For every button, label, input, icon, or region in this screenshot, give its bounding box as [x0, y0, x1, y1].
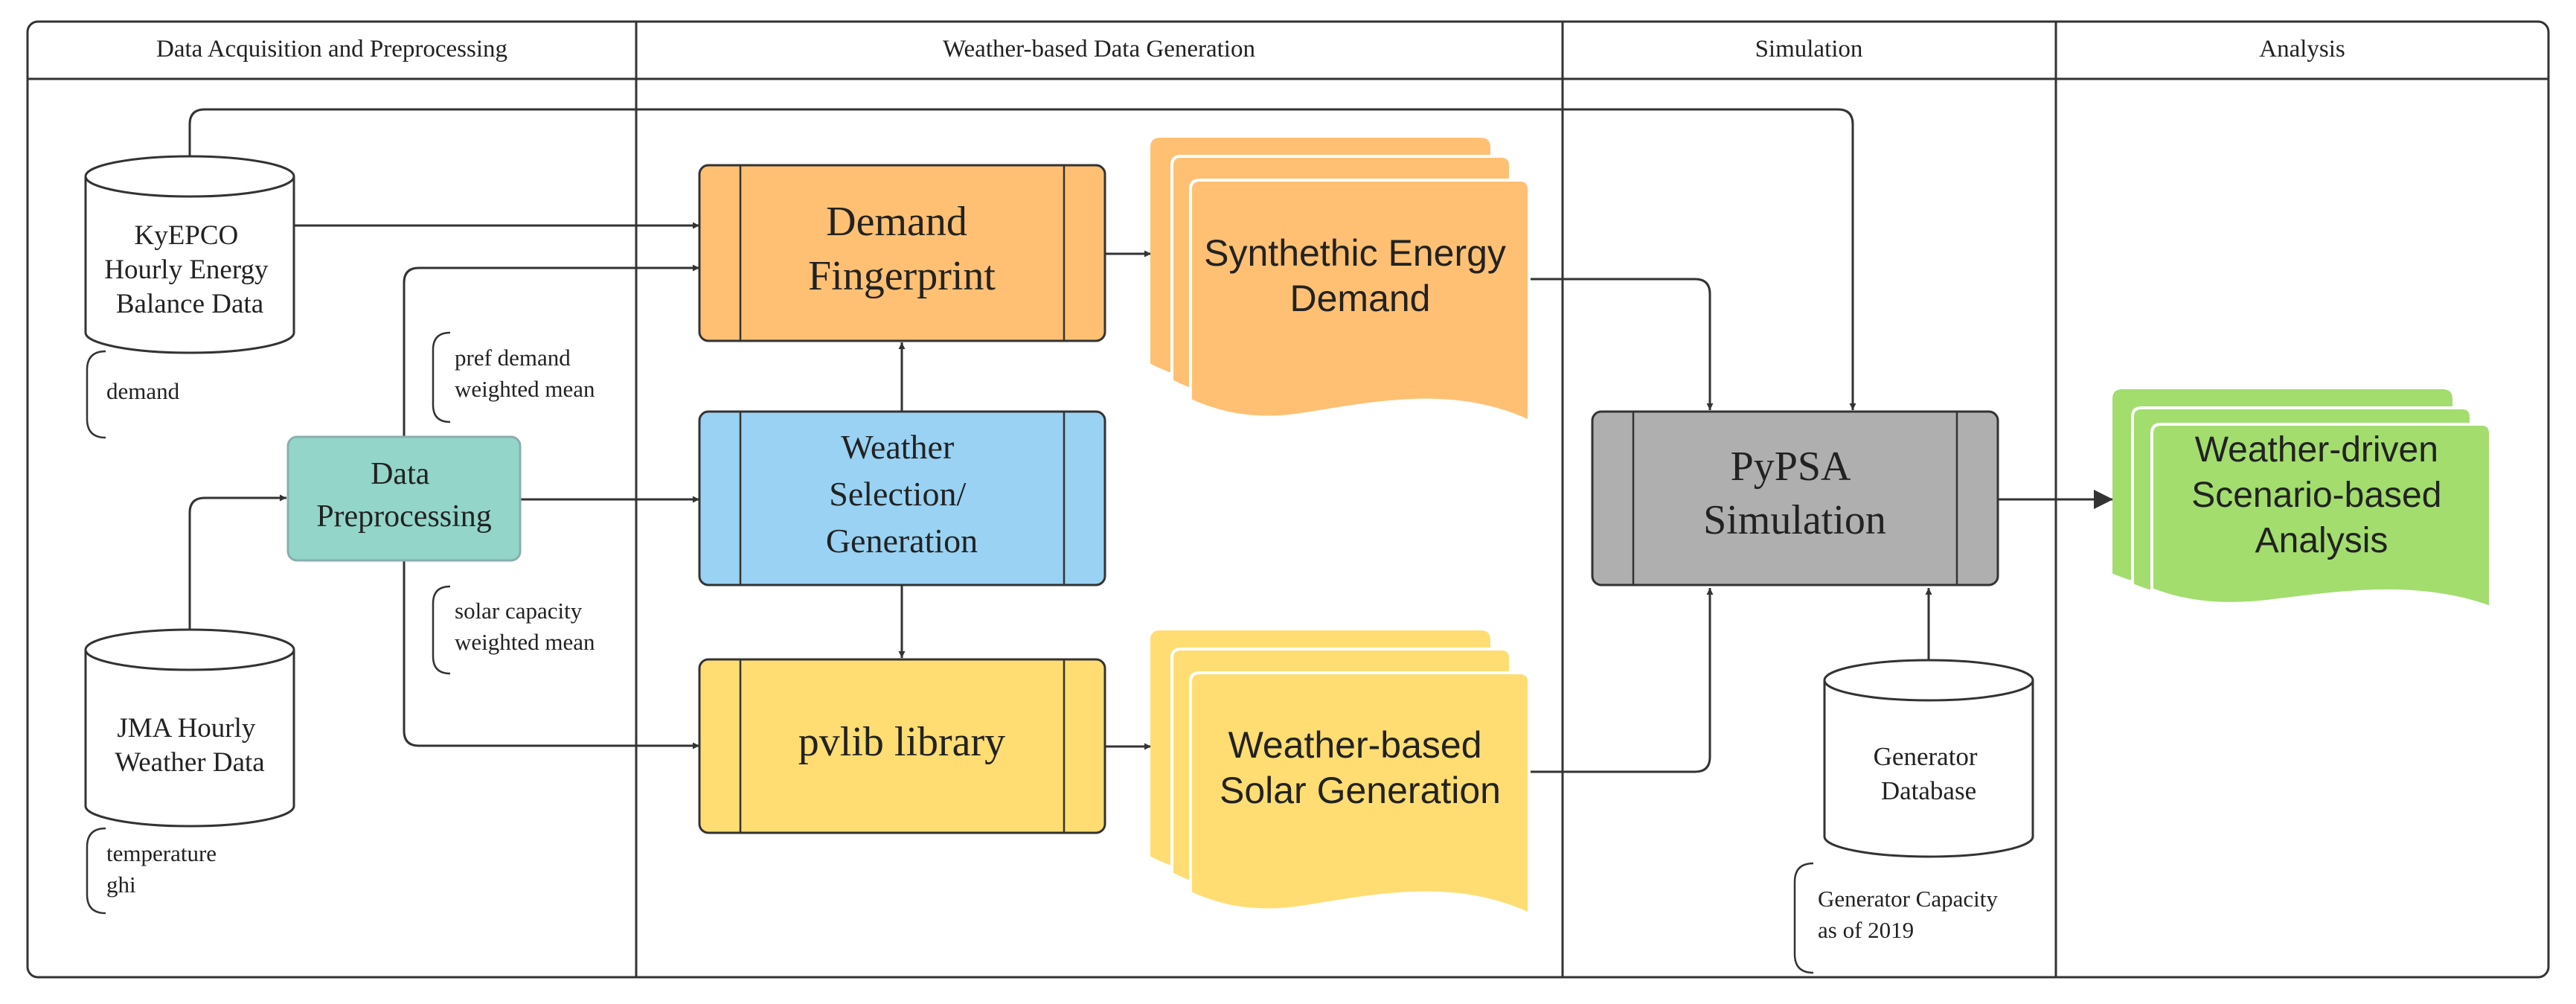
weather-selection-process: Weather Selection/ Generation — [698, 410, 1106, 586]
swimlane-frame — [26, 20, 2550, 979]
annotation-temperature-ghi: temperature ghi — [86, 827, 222, 915]
svg-text:Demand Fingerprint: Demand Fingerprint — [808, 199, 996, 299]
generator-database: Generator Database — [1823, 659, 2034, 858]
svg-text:pref demand weighted mea: pref demand weighted mean — [455, 345, 595, 402]
svg-text:Data Preprocessing: Data Preprocessing — [316, 457, 492, 534]
annotation-generator-capacity: Generator Capacity as of 2019 — [1793, 862, 2004, 974]
connector-solar-pypsa — [1529, 588, 1714, 773]
svg-text:Weather-based Solar Gene: Weather-based Solar Generation — [1220, 724, 1501, 811]
svg-text:PyPSA Simulation: PyPSA Simulation — [1703, 444, 1886, 543]
svg-text:Synthethic Energy Demand: Synthethic Energy Demand — [1204, 232, 1516, 319]
solar-generation-documents: Weather-based Solar Generation — [1150, 630, 1531, 917]
connectors — [188, 108, 2113, 773]
svg-text:solar capacity weighted: solar capacity weighted mean — [455, 598, 595, 655]
svg-text:temperature ghi: temperature ghi — [106, 840, 222, 898]
svg-text:pvlib library: pvlib library — [798, 719, 1005, 765]
pypsa-simulation-process: PyPSA Simulation — [1591, 410, 1999, 586]
jma-database: JMA Hourly Weather Data — [84, 628, 295, 828]
annotation-demand: demand — [86, 350, 180, 439]
lane-header-generation: Weather-based Data Generation — [943, 36, 1255, 63]
data-preprocessing-node: Data Preprocessing — [286, 435, 522, 562]
connector-synthetic-pypsa — [1529, 278, 1714, 410]
kyepco-label: KyEPCO Hourly Energy Balance Data — [104, 220, 275, 319]
lane-header-analysis: Analysis — [2259, 36, 2345, 63]
connector-kyepco-pypsa — [188, 108, 1856, 410]
generator-db-label: Generator Database — [1874, 742, 1984, 805]
annotation-pref-demand: pref demand weighted mean — [432, 331, 595, 423]
svg-text:Weather-driven Scenario-: Weather-driven Scenario-based Analysis — [2191, 430, 2452, 560]
connector-jma-preprocessing — [188, 494, 286, 630]
pvlib-process: pvlib library — [698, 658, 1106, 834]
kyepco-database: KyEPCO Hourly Energy Balance Data — [84, 155, 295, 354]
jma-label: JMA Hourly Weather Data — [115, 713, 264, 778]
connector-preprocessing-pvlib — [403, 561, 699, 749]
svg-text:demand: demand — [106, 378, 180, 404]
synthetic-demand-documents: Synthethic Energy Demand — [1150, 138, 1531, 424]
annotation-solar-capacity: solar capacity weighted mean — [432, 585, 595, 675]
connector-preprocessing-demand — [403, 264, 699, 437]
svg-text:Generator Capacity as of: Generator Capacity as of 2019 — [1818, 886, 2004, 943]
svg-text:Weather Selection/: Weather Selection/ Generation — [826, 428, 978, 560]
demand-fingerprint-process: Demand Fingerprint — [698, 164, 1106, 342]
lane-header-acquisition: Data Acquisition and Preprocessing — [156, 36, 507, 63]
analysis-documents: Weather-driven Scenario-based Analysis — [2112, 389, 2492, 610]
lane-header-simulation: Simulation — [1755, 36, 1863, 63]
